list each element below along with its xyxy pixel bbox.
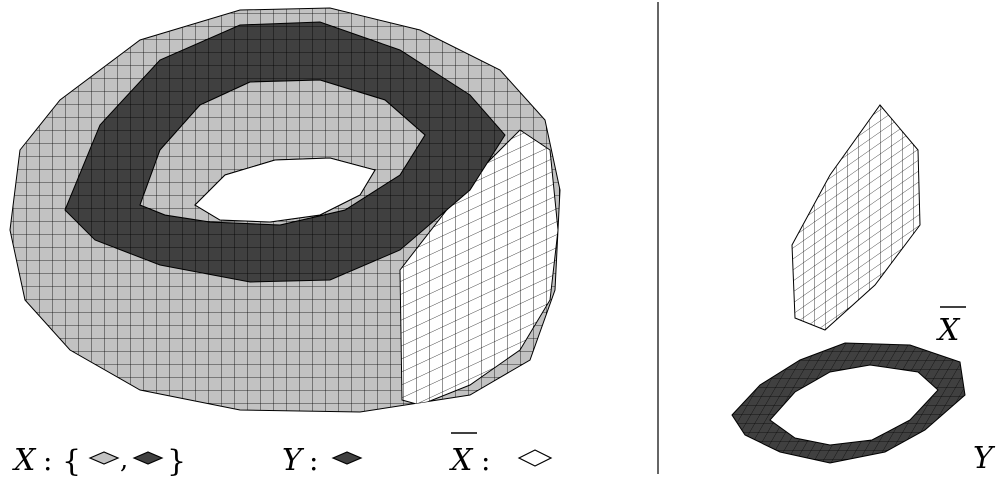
legend: X : { , } Y : X :	[12, 433, 551, 479]
legend-x-close-brace: }	[167, 444, 186, 479]
legend-x-open-brace: {	[62, 444, 81, 479]
gray-rhombus-icon	[90, 452, 118, 464]
y-ring	[732, 343, 965, 463]
legend-xbar-label: X	[449, 443, 474, 478]
legend-y-colon: :	[309, 444, 318, 477]
white-rhombus-icon	[519, 450, 551, 466]
legend-x-colon: :	[43, 444, 52, 477]
dark-rhombus-icon-y	[333, 452, 361, 464]
legend-xbar-colon: :	[481, 444, 490, 477]
right-y-label: Y	[973, 441, 996, 476]
voxel-torus	[10, 8, 560, 412]
legend-y-label: Y	[282, 443, 305, 478]
xbar-slab	[792, 105, 920, 330]
right-xbar-label: X	[936, 313, 961, 348]
legend-x-comma: ,	[120, 445, 128, 475]
legend-x-label: X	[12, 443, 37, 478]
dark-rhombus-icon-x	[134, 452, 162, 464]
